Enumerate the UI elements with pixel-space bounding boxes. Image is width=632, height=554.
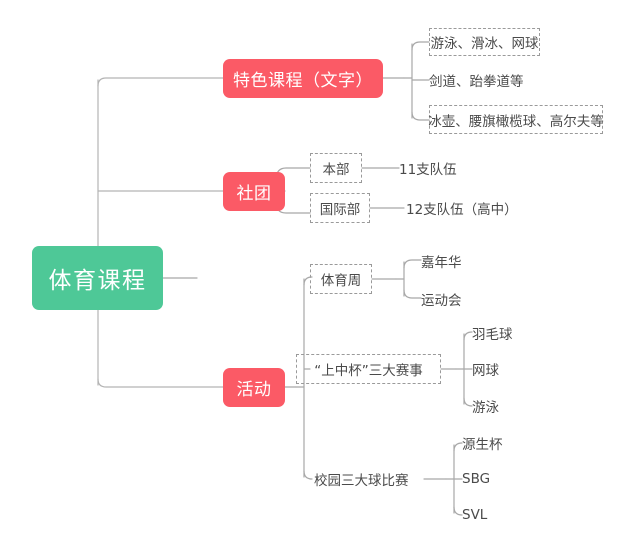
root-node-label: 体育课程 <box>48 268 147 294</box>
leaf-node-label: 运动会 <box>421 293 462 309</box>
edge-xiaoyuan-child-1 <box>453 442 463 452</box>
leaf-node-youyong[interactable]: 游泳 <box>472 394 532 418</box>
leaf-node-tese-1[interactable]: 游泳、滑冰、网球 <box>429 28 540 56</box>
leaf-node-guojibu-count[interactable]: 12支队伍（高中） <box>406 196 536 220</box>
sub-node-tiyuzhou[interactable]: 体育周 <box>310 264 372 294</box>
edge-trunk-to-tese <box>97 77 224 87</box>
leaf-node-tese-3[interactable]: 冰壶、腰旗橄榄球、高尔夫等 <box>428 105 604 134</box>
edge-shangzhongbei-child-3 <box>463 397 473 407</box>
leaf-node-label: 11支队伍 <box>399 162 457 178</box>
branch-node-tese-kecheng[interactable]: 特色课程（文字） <box>223 59 383 98</box>
leaf-node-label: 源生杯 <box>462 437 503 453</box>
leaf-node-sbg[interactable]: SBG <box>462 467 522 491</box>
leaf-node-label: 游泳、滑冰、网球 <box>430 36 539 52</box>
leaf-node-label: 羽毛球 <box>472 327 513 343</box>
leaf-node-tese-2[interactable]: 剑道、跆拳道等 <box>429 67 559 93</box>
sub-node-label: 本部 <box>322 162 350 178</box>
leaf-node-label: 剑道、跆拳道等 <box>429 74 524 90</box>
leaf-node-label: 冰壶、腰旗橄榄球、高尔夫等 <box>428 113 604 130</box>
sub-node-label: “上中杯”三大赛事 <box>314 363 423 379</box>
leaf-node-benbu-count[interactable]: 11支队伍 <box>399 156 479 180</box>
edge-tiyuzhou-child-2 <box>403 289 422 299</box>
leaf-node-label: 网球 <box>472 363 499 379</box>
leaf-node-jianianhua[interactable]: 嘉年华 <box>421 249 481 273</box>
edge-tese-child-3 <box>411 111 430 121</box>
leaf-node-label: 游泳 <box>472 400 499 416</box>
branch-node-label: 活动 <box>236 380 272 400</box>
sub-node-benbu[interactable]: 本部 <box>310 153 362 183</box>
edge-huodong-to-xiaoyuan <box>303 470 313 480</box>
sub-node-guojibu[interactable]: 国际部 <box>310 193 370 223</box>
sub-node-label: 校园三大球比赛 <box>314 473 409 489</box>
edge-shangzhongbei-child-1 <box>463 331 473 341</box>
leaf-node-label: 12支队伍（高中） <box>406 202 518 218</box>
branch-node-shetuan[interactable]: 社团 <box>223 172 285 211</box>
branch-node-label: 特色课程（文字） <box>233 71 373 91</box>
leaf-node-yuanshengbei[interactable]: 源生杯 <box>462 431 522 455</box>
edge-tiyuzhou-child-1 <box>403 259 422 269</box>
leaf-node-wangqiu[interactable]: 网球 <box>472 357 532 381</box>
leaf-node-label: SBG <box>462 471 491 487</box>
sub-node-xiaoyuan[interactable]: 校园三大球比赛 <box>314 467 429 491</box>
leaf-node-yumaoqiu[interactable]: 羽毛球 <box>472 321 532 345</box>
leaf-node-label: 嘉年华 <box>421 255 462 271</box>
sub-node-shangzhongbei[interactable]: “上中杯”三大赛事 <box>296 354 441 384</box>
leaf-node-label: SVL <box>462 507 488 523</box>
edge-trunk-to-huodong <box>97 378 224 388</box>
edge-tese-child-1 <box>411 41 430 51</box>
edge-xiaoyuan-child-3 <box>453 506 463 516</box>
leaf-node-yundonghui[interactable]: 运动会 <box>421 287 481 311</box>
sub-node-label: 国际部 <box>319 202 361 218</box>
leaf-node-svl[interactable]: SVL <box>462 503 522 527</box>
root-node[interactable]: 体育课程 <box>32 246 163 310</box>
sub-node-label: 体育周 <box>320 273 362 289</box>
branch-node-huodong[interactable]: 活动 <box>223 368 285 407</box>
branch-node-label: 社团 <box>236 184 272 204</box>
